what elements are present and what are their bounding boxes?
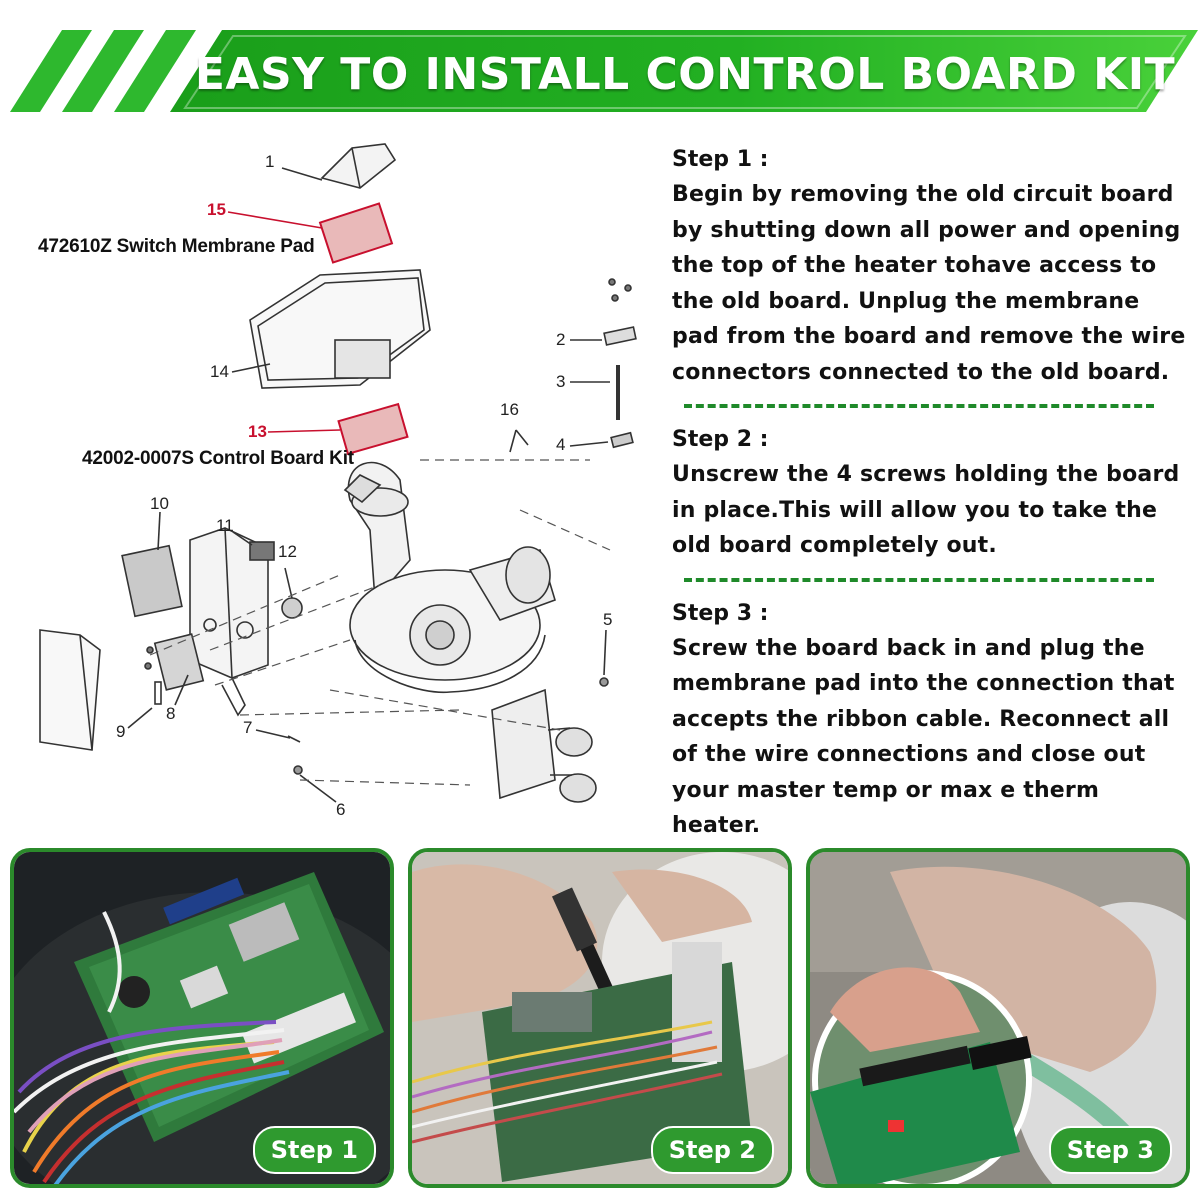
part-number-8: 8 bbox=[166, 704, 176, 723]
part-number-16: 16 bbox=[500, 400, 519, 419]
step-divider bbox=[684, 577, 1154, 582]
step-2-title: Step 2 : bbox=[672, 427, 769, 452]
control-board-callout: 42002-0007S Control Board Kit bbox=[82, 448, 354, 469]
installation-steps: Step 1 : Begin by removing the old circu… bbox=[672, 142, 1192, 844]
part-number-4: 4 bbox=[556, 435, 566, 454]
step-3-title: Step 3 : bbox=[672, 600, 769, 626]
part-number-6: 6 bbox=[336, 800, 346, 819]
membrane-pad-callout: 472610Z Switch Membrane Pad bbox=[38, 236, 315, 257]
part-number-5: 5 bbox=[603, 610, 613, 629]
part-number-1: 1 bbox=[265, 152, 275, 171]
header-banner: EASY TO INSTALL CONTROL BOARD KIT bbox=[0, 0, 1200, 120]
banner-band bbox=[170, 30, 1198, 112]
circuit-board-wiring-image bbox=[14, 852, 390, 1184]
step-2-badge: Step 2 bbox=[650, 1126, 774, 1174]
part-number-7: 7 bbox=[243, 718, 253, 737]
step-1-title: Step 1 : bbox=[672, 147, 769, 172]
banner-title: EASY TO INSTALL CONTROL BOARD KIT bbox=[194, 49, 1176, 100]
exploded-parts-diagram: 1 2 3 4 5 6 7 8 9 10 11 12 13 14 15 16 4… bbox=[0, 130, 660, 830]
step-2-photo: Step 2 bbox=[408, 848, 792, 1188]
step-1-badge: Step 1 bbox=[252, 1126, 376, 1174]
heater-exploded-drawing bbox=[39, 143, 637, 803]
banner-stripe bbox=[10, 30, 92, 112]
step-2-body: Unscrew the 4 screws holding the board i… bbox=[672, 462, 1180, 558]
part-number-15: 15 bbox=[207, 200, 226, 219]
part-number-2: 2 bbox=[556, 330, 566, 349]
part-number-14: 14 bbox=[210, 362, 229, 381]
part-number-11: 11 bbox=[216, 516, 234, 535]
step-3-photo: Step 3 bbox=[806, 848, 1190, 1188]
step-divider bbox=[684, 404, 1154, 408]
part-number-10: 10 bbox=[150, 494, 169, 513]
part-number-12: 12 bbox=[278, 542, 297, 561]
part-number-13: 13 bbox=[248, 422, 267, 441]
step-1-body: Begin by removing the old circuit board … bbox=[672, 182, 1186, 385]
step-1-photo: Step 1 bbox=[10, 848, 394, 1188]
banner-graphic bbox=[10, 30, 1198, 112]
step-3-body: Screw the board back in and plug the mem… bbox=[672, 635, 1175, 839]
part-number-9: 9 bbox=[116, 722, 126, 741]
banner-stripe bbox=[114, 30, 196, 112]
step-3-badge: Step 3 bbox=[1048, 1126, 1172, 1174]
part-number-3: 3 bbox=[556, 372, 566, 391]
banner-stripe bbox=[62, 30, 144, 112]
